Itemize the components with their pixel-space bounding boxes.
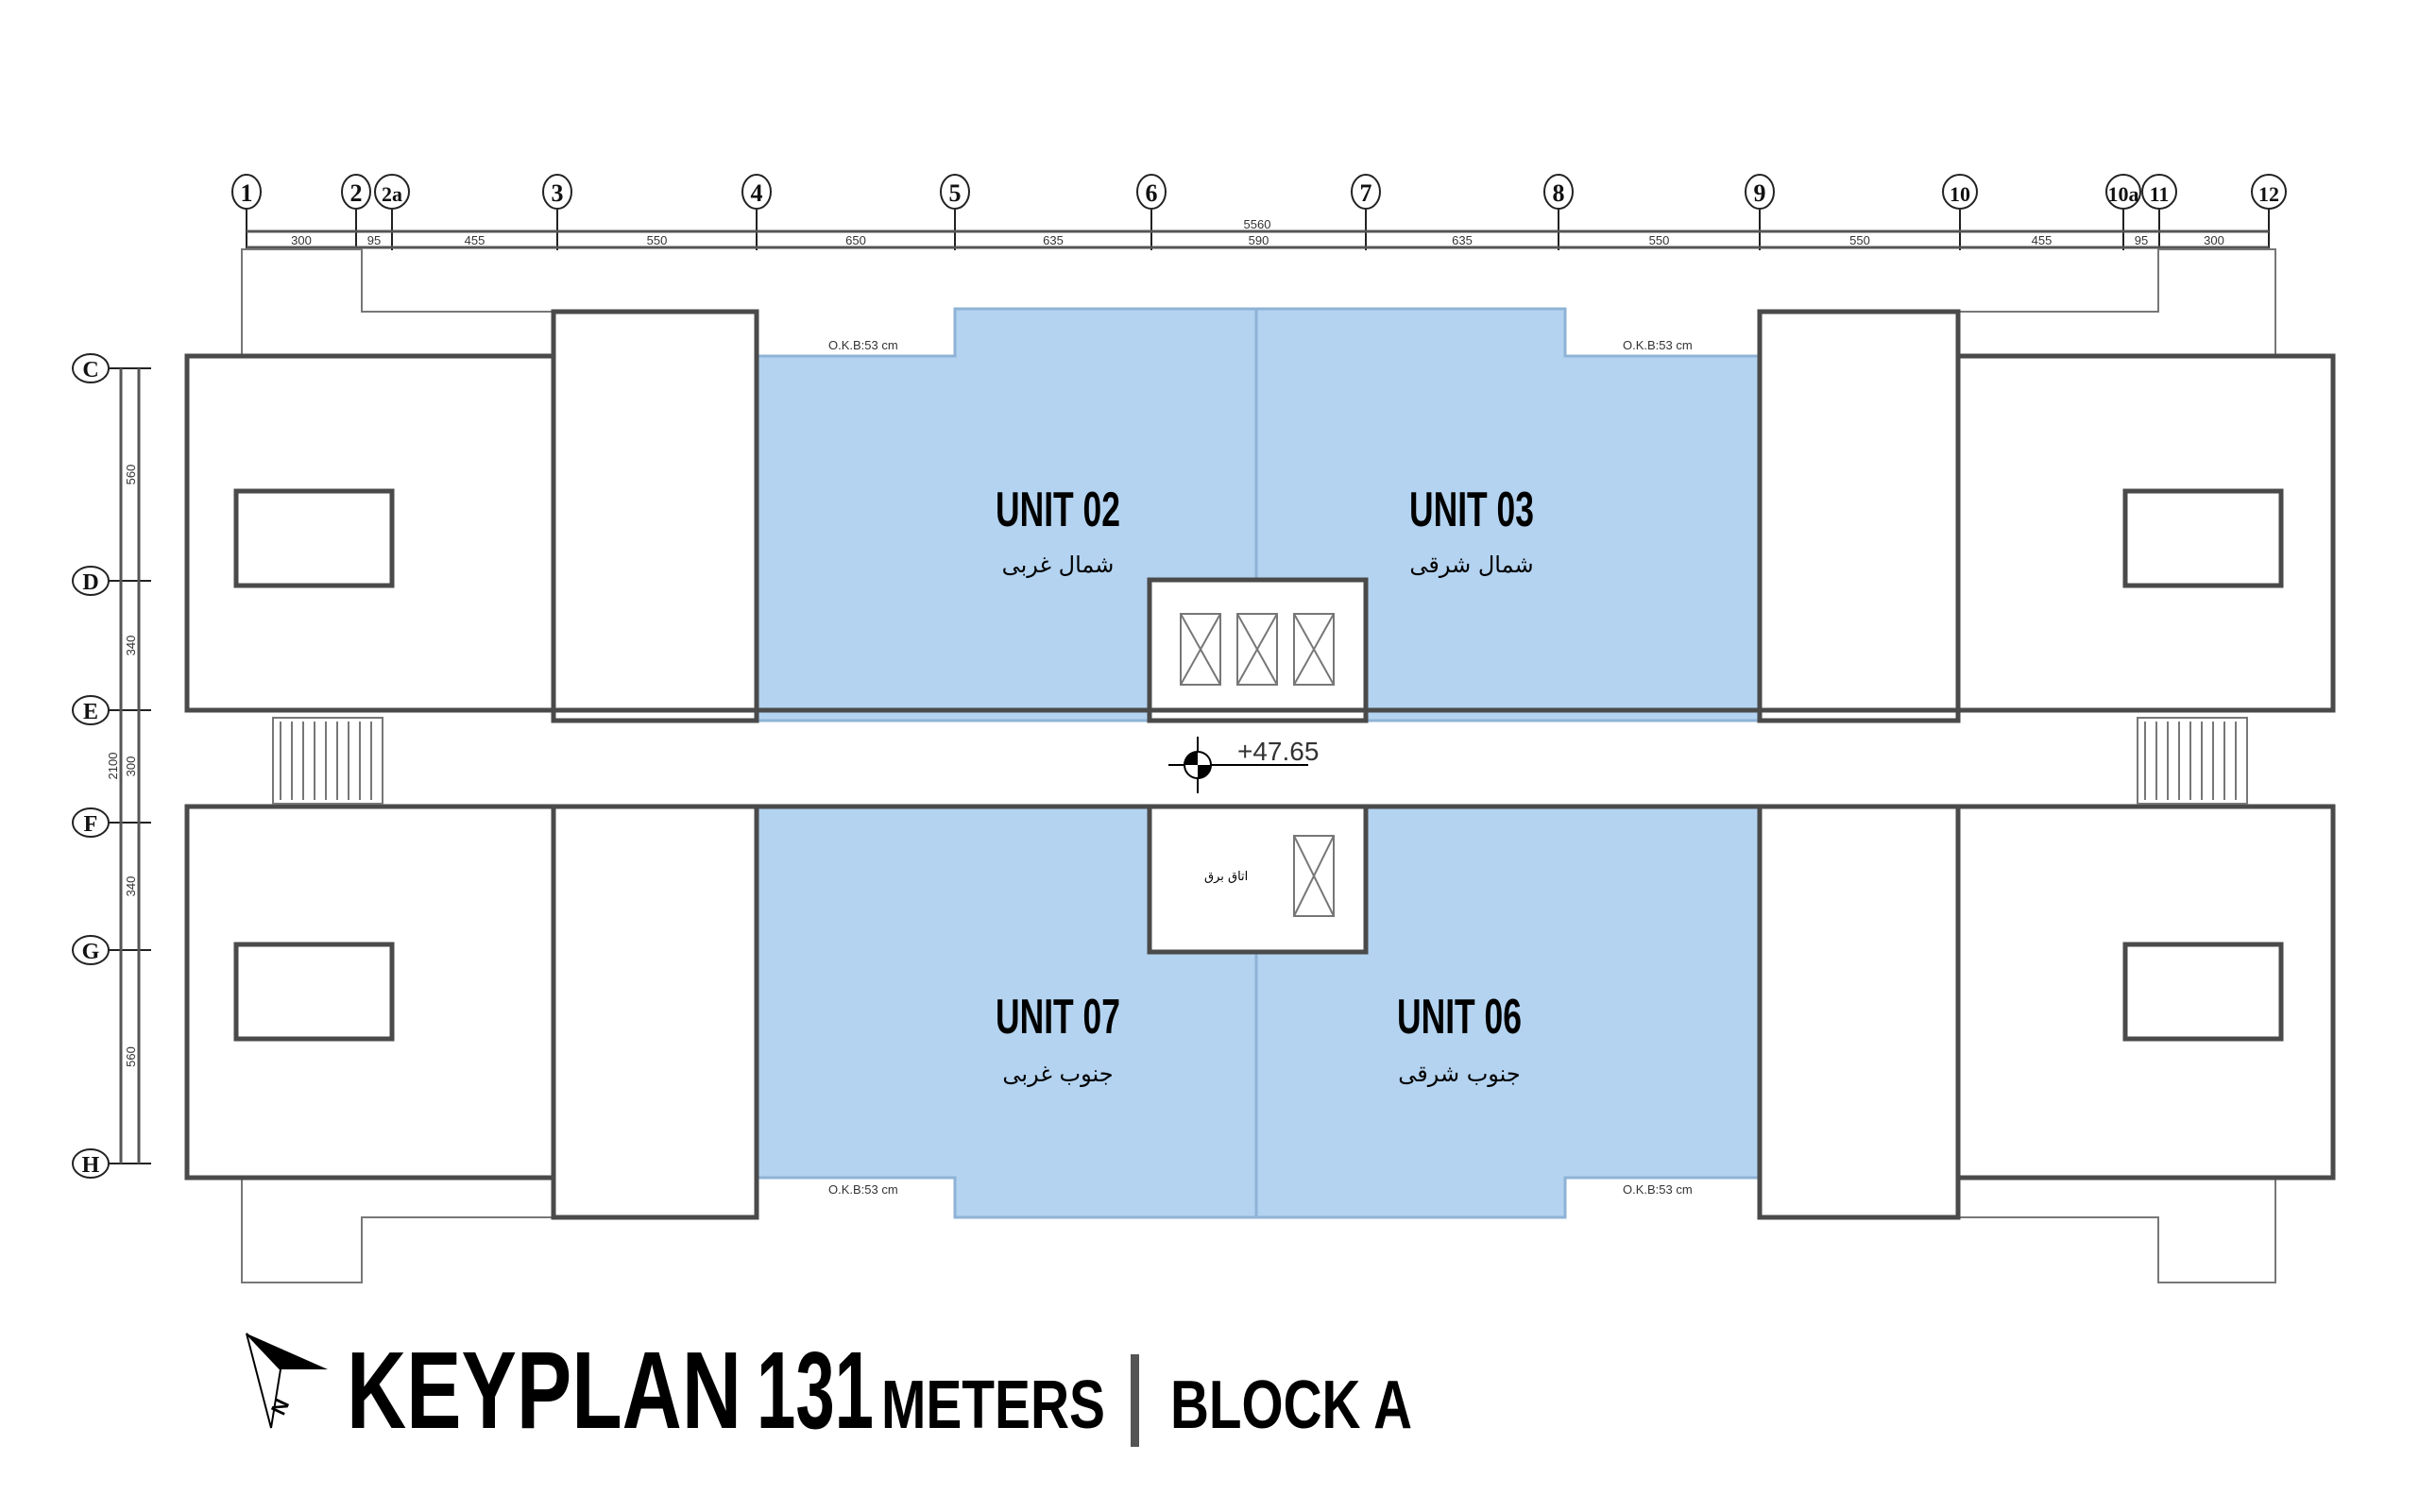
grid-column-label: 4 [751, 179, 763, 207]
grid-bubble [72, 807, 110, 838]
grid-bubble [341, 174, 371, 210]
grid-bubble [940, 174, 970, 210]
grid-bubble [2251, 174, 2287, 210]
grid-column-label: 11 [2150, 182, 2170, 206]
dimension-label: 95 [2135, 233, 2148, 247]
grid-bubble [72, 353, 110, 383]
elevator-icon [1293, 613, 1335, 686]
dimension-label: 340 [124, 876, 138, 897]
okb-note: O.K.B:53 cm [828, 1182, 898, 1197]
dimension-label: 300 [291, 233, 312, 247]
grid-row-label: H [82, 1153, 100, 1178]
dimension-label: 455 [2032, 233, 2053, 247]
title-height-value: 131 [757, 1329, 874, 1452]
okb-note: O.K.B:53 cm [1623, 338, 1693, 352]
grid-bubble [2141, 174, 2177, 210]
okb-note: O.K.B:53 cm [1623, 1182, 1693, 1197]
grid-column-label: 2 [350, 179, 363, 207]
grid-column-label: 5 [949, 179, 962, 207]
dimension-label: 550 [647, 233, 668, 247]
grid-row-label: E [83, 700, 98, 724]
grid-column-label: 3 [552, 179, 564, 207]
grid-bubble [72, 1148, 110, 1179]
dimension-label: 560 [124, 1046, 138, 1067]
dimension-label: 300 [124, 756, 138, 777]
elevation-label: +47.65 [1237, 737, 1319, 766]
grid-row-label: F [84, 812, 98, 837]
service-room-label: اتاق برق [1204, 870, 1248, 884]
grid-row-label: D [82, 570, 98, 595]
grid-column-label: 7 [1360, 179, 1372, 207]
grid-bubble [1351, 174, 1381, 210]
grid-column-label: 2a [382, 182, 402, 206]
okb-note: O.K.B:53 cm [828, 338, 898, 352]
grid-bubble [1136, 174, 1167, 210]
grid-row-label: C [82, 358, 98, 382]
unit-06-subtitle: جنوب شرقی [1398, 1061, 1521, 1087]
grid-bubble [542, 174, 572, 210]
dimension-label: 340 [124, 636, 138, 656]
grid-bubble [741, 174, 772, 210]
grid-column-label: 8 [1553, 179, 1565, 207]
dimension-label: 95 [367, 233, 381, 247]
dimension-label: 635 [1452, 233, 1473, 247]
dimension-label: 650 [845, 233, 866, 247]
unit-02-subtitle: شمال غربی [1002, 552, 1115, 578]
north-arrow-icon: N [246, 1333, 328, 1429]
elevation-marker-icon [1168, 737, 1308, 793]
dimension-label: 455 [465, 233, 486, 247]
title-separator [1131, 1354, 1139, 1447]
grid-column-label: 10a [2108, 182, 2139, 206]
dimension-label: 550 [1849, 233, 1870, 247]
grid-column-label: 9 [1754, 179, 1766, 207]
title-keyplan: KEYPLAN [347, 1329, 741, 1452]
unit-07-subtitle: جنوب غربی [1002, 1061, 1113, 1087]
walls [184, 248, 2336, 1283]
unit-03-label: UNIT 03 [1409, 483, 1534, 537]
elevator-icon [1236, 613, 1278, 686]
dimension-label: 550 [1649, 233, 1670, 247]
unit-07-label: UNIT 07 [996, 990, 1120, 1045]
grid-bubble [231, 174, 262, 210]
dimension-total: 5560 [1244, 217, 1271, 231]
dimension-label: 300 [2204, 233, 2224, 247]
dimension-label: 590 [1249, 233, 1269, 247]
grid-column-label: 10 [1950, 182, 1970, 206]
grid-column-label: 12 [2258, 182, 2279, 206]
title-height-unit: METERS [881, 1368, 1105, 1443]
unit-02-label: UNIT 02 [996, 483, 1120, 537]
elevators: اتاق برق [1180, 613, 1335, 917]
grid-bubble [72, 695, 110, 725]
grid-bubble [1745, 174, 1775, 210]
dimension-total: 2100 [106, 753, 120, 780]
grid-column-label: 1 [241, 179, 253, 207]
grid-bubble [1543, 174, 1574, 210]
dimension-label: 635 [1043, 233, 1064, 247]
elevator-icon [1293, 835, 1335, 917]
grid-column-label: 6 [1146, 179, 1158, 207]
elevator-icon [1180, 613, 1221, 686]
title-block: BLOCK A [1170, 1368, 1412, 1443]
grid-bubble [1942, 174, 1978, 210]
grid-bubble [72, 566, 110, 596]
grid-bubble [72, 935, 110, 965]
unit-06-label: UNIT 06 [1397, 990, 1522, 1045]
grid-bubble [2105, 174, 2141, 210]
grid-bubble [374, 174, 410, 210]
unit-03-subtitle: شمال شرقی [1409, 552, 1533, 578]
grid-row-label: G [82, 940, 100, 964]
stairs [280, 722, 2237, 800]
dimension-label: 560 [124, 465, 138, 485]
